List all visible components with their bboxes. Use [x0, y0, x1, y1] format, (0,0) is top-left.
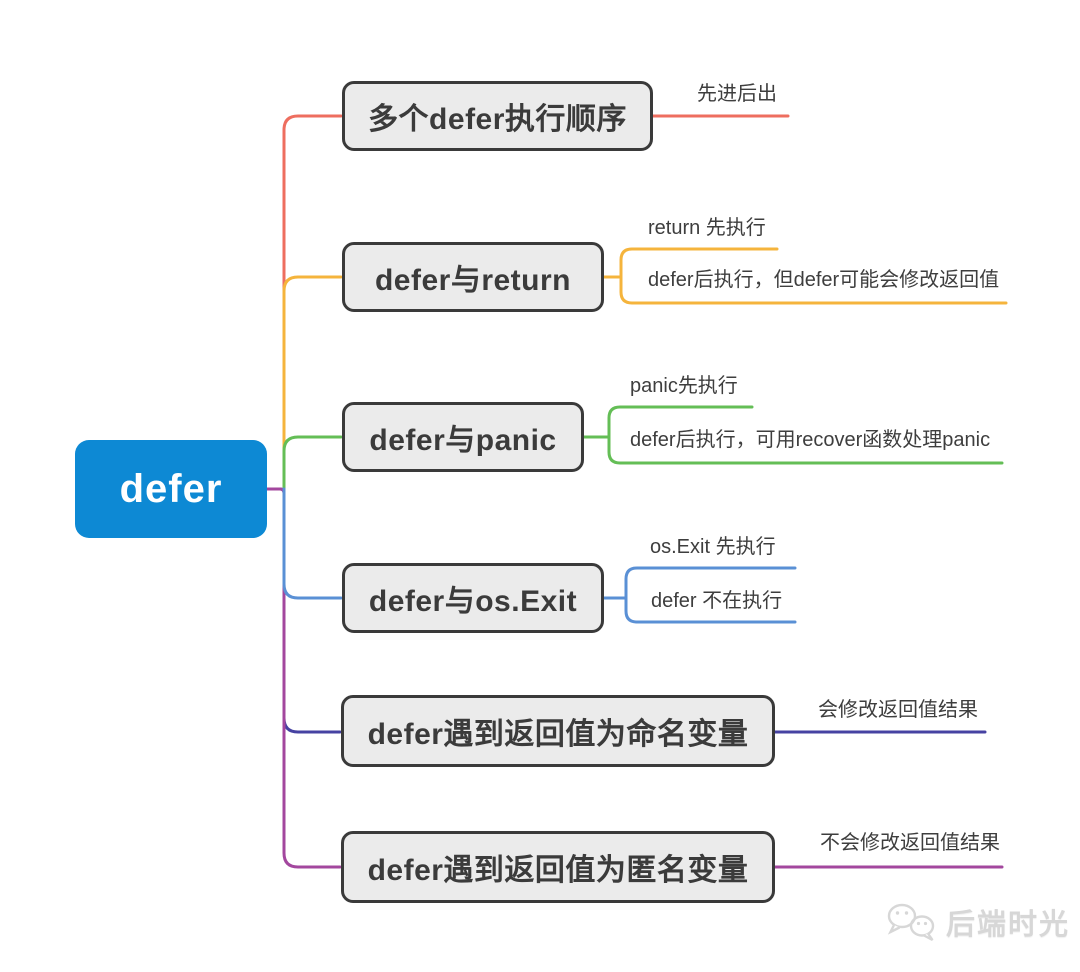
- branch-os-exit-trunk-line: [282, 487, 343, 600]
- topic-node-panic: defer与panic: [342, 402, 584, 472]
- leaf-node-does-not-modify-result: 不会修改返回值结果: [820, 832, 1000, 854]
- leaf-os-exit-bracket-line: [624, 566, 797, 624]
- topic-node-anonymous-return: defer遇到返回值为匿名变量: [341, 831, 775, 903]
- branch-anonymous-return-trunk-line: [260, 487, 342, 869]
- leaf-node-defer-after-return: defer后执行，但defer可能会修改返回值: [648, 269, 1000, 291]
- leaf-node-fifo: 先进后出: [697, 83, 777, 105]
- branch-named-return-trunk-line: [260, 487, 342, 734]
- watermark: 后端时光: [886, 901, 1070, 943]
- topic-node-named-return: defer遇到返回值为命名变量: [341, 695, 775, 767]
- leaf-node-defer-not-run: defer 不在执行: [651, 590, 783, 612]
- watermark-label: 后端时光: [946, 909, 1071, 941]
- leaf-panic-bracket-line: [607, 405, 1004, 465]
- leaf-node-return-first: return 先执行: [648, 217, 766, 239]
- topic-node-order: 多个defer执行顺序: [342, 81, 653, 151]
- root-node-defer: defer: [75, 440, 267, 538]
- topic-node-os-exit: defer与os.Exit: [342, 563, 604, 633]
- branch-return-trunk-line: [282, 275, 343, 491]
- branch-order-trunk-line: [282, 114, 343, 491]
- topic-node-return: defer与return: [342, 242, 604, 312]
- leaf-node-modifies-result: 会修改返回值结果: [818, 699, 978, 721]
- leaf-node-panic-first: panic先执行: [630, 375, 738, 397]
- leaf-node-os-exit-first: os.Exit 先执行: [650, 536, 776, 558]
- wechat-icon: [887, 903, 935, 942]
- leaf-return-bracket-line: [619, 247, 1008, 305]
- branch-panic-trunk-line: [282, 435, 343, 491]
- leaf-node-defer-after-panic: defer后执行，可用recover函数处理panic: [630, 429, 991, 451]
